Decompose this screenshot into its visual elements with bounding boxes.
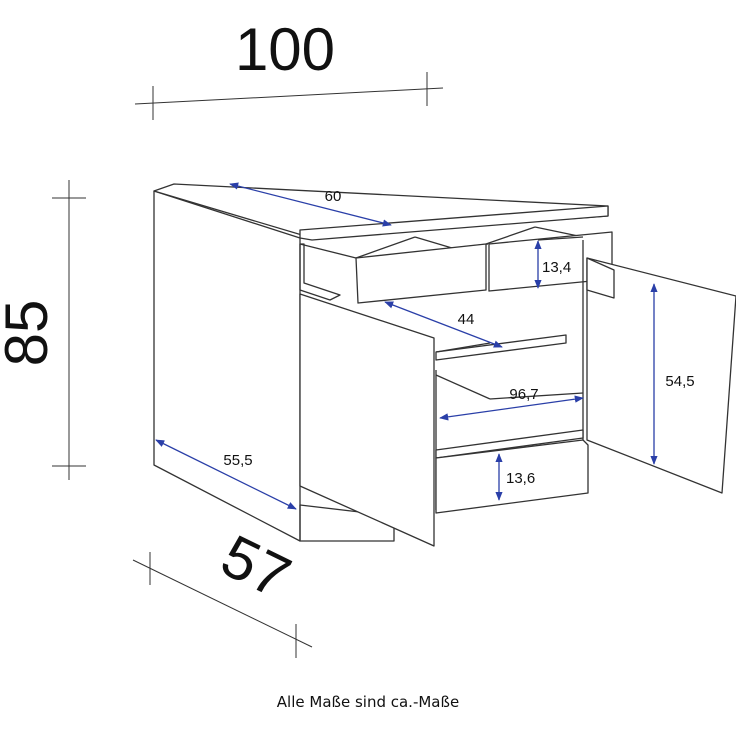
height-dimension-line — [52, 180, 86, 480]
side-depth-arrow — [155, 439, 297, 510]
width-label: 100 — [235, 16, 335, 83]
bottom-shelf — [435, 429, 584, 459]
drawer-height-label: 13,4 — [542, 259, 571, 276]
worktop-depth-label: 60 — [325, 188, 342, 205]
shelf-depth-arrow — [384, 301, 503, 348]
shelf-depth-label: 44 — [458, 311, 475, 328]
left-side-panel — [153, 190, 301, 542]
left-door — [299, 293, 435, 547]
bottom-drawer-height-label: 13,6 — [506, 470, 535, 487]
worktop-front-edge — [299, 205, 609, 241]
cabinet-body — [153, 183, 736, 547]
drawer-left — [355, 243, 487, 304]
worktop-depth-arrow — [229, 182, 392, 227]
inner-width-arrow — [439, 395, 584, 421]
door-height-label: 54,5 — [665, 373, 694, 390]
depth-dimension-line — [132, 552, 313, 658]
caption: Alle Maße sind ca.-Maße — [276, 693, 460, 711]
bottom-drawer — [435, 439, 589, 514]
height-label: 85 — [0, 300, 60, 367]
side-depth-label: 55,5 — [223, 452, 252, 469]
width-dimension-line — [134, 72, 444, 120]
inner-width-label: 96,7 — [509, 386, 538, 403]
right-door — [586, 257, 736, 494]
shelf — [435, 334, 567, 361]
depth-label: 57 — [211, 522, 300, 611]
